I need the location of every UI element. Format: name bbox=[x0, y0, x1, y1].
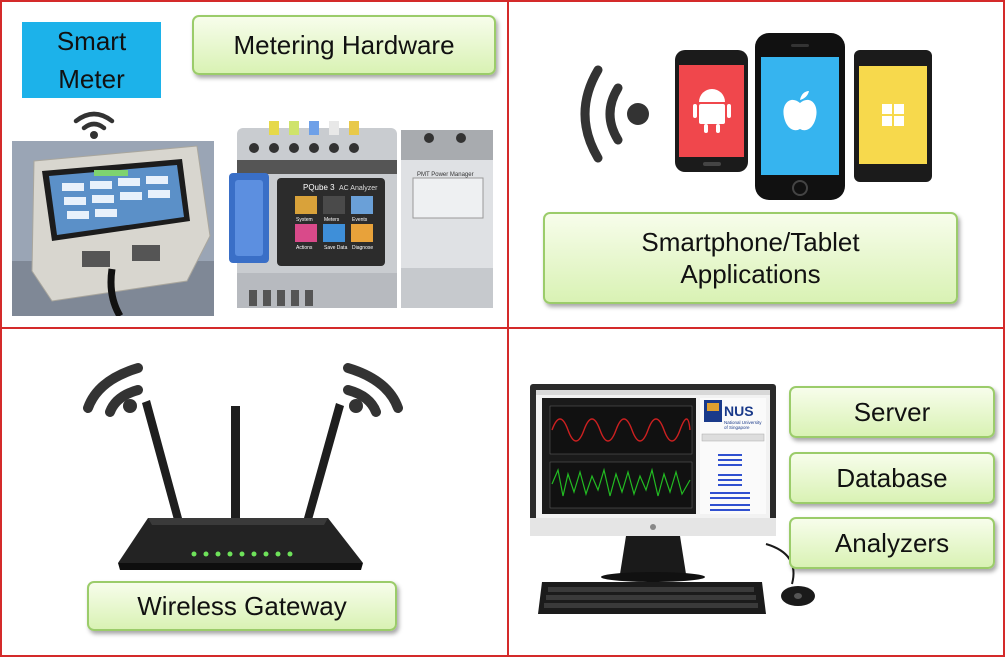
analyzers-text: Analyzers bbox=[834, 528, 950, 558]
nus-subtitle-line1: National University bbox=[724, 420, 762, 425]
pqube-subtitle: AC Analyzer bbox=[339, 185, 378, 192]
server-panel bbox=[507, 327, 1005, 657]
smart-meter-line1: Smart bbox=[56, 26, 127, 56]
pqube-tile-meters: Meters bbox=[324, 217, 340, 223]
smartphone-line1: Smartphone/Tablet bbox=[641, 227, 860, 257]
smart-meter-label: Smart Meter bbox=[22, 22, 161, 98]
android-phone-image bbox=[675, 50, 748, 172]
router-icon bbox=[83, 363, 403, 570]
pqube-tile-system: System bbox=[296, 217, 313, 223]
iphone-image bbox=[755, 33, 845, 200]
windows-phone-image bbox=[854, 50, 932, 182]
pqube-tile-actions: Actions bbox=[296, 245, 313, 251]
analyzers-label: Analyzers bbox=[789, 517, 995, 569]
wireless-gateway-label: Wireless Gateway bbox=[87, 581, 397, 631]
metering-hardware-label: Metering Hardware bbox=[192, 15, 496, 75]
smartphone-tablet-label: Smartphone/Tablet Applications bbox=[543, 212, 958, 304]
android-icon bbox=[693, 89, 731, 133]
wifi-signal-icon bbox=[580, 65, 649, 163]
apple-icon bbox=[783, 91, 817, 131]
pqube-tile-save-data: Save Data bbox=[324, 245, 348, 251]
monitor-icon: NUS National University of Singapore bbox=[530, 384, 815, 614]
server-text: Server bbox=[853, 397, 931, 427]
pqube-tile-events: Events bbox=[352, 217, 368, 223]
smartphone-line2: Applications bbox=[680, 259, 821, 289]
nus-subtitle-line2: of Singapore bbox=[724, 425, 750, 430]
database-text: Database bbox=[836, 463, 948, 493]
server-label: Server bbox=[789, 386, 995, 438]
pqube-title: PQube 3 bbox=[303, 183, 335, 192]
nus-logo: NUS bbox=[724, 403, 754, 419]
smart-meter-line2: Meter bbox=[58, 64, 125, 94]
metering-hardware-text: Metering Hardware bbox=[233, 30, 455, 60]
windows-icon bbox=[882, 104, 904, 126]
database-label: Database bbox=[789, 452, 995, 504]
smart-meter-device-image bbox=[12, 141, 214, 316]
power-manager-text: PMT Power Manager bbox=[417, 172, 474, 178]
pqube-tile-diagnose: Diagnose bbox=[352, 245, 373, 251]
wireless-gateway-text: Wireless Gateway bbox=[137, 591, 347, 621]
pqube-analyzer-image: PQube 3 AC Analyzer System Meters Events… bbox=[229, 121, 493, 308]
smart-meter-wifi-icon bbox=[73, 111, 115, 139]
